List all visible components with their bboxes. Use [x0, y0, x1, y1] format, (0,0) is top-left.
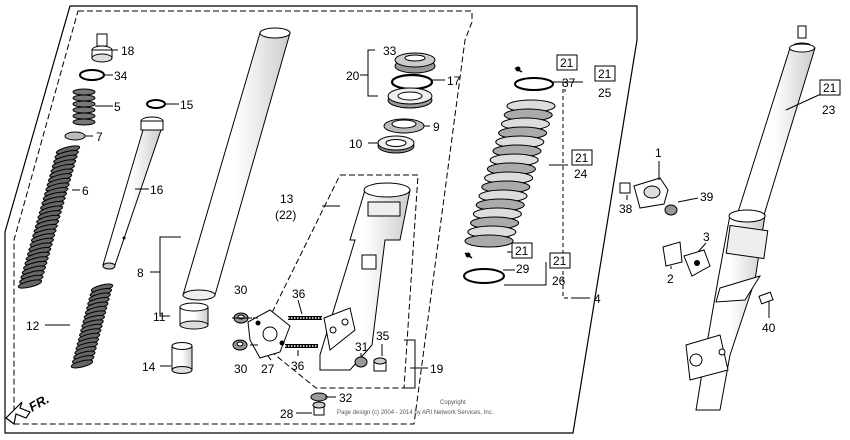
- part-29-boot-band[interactable]: [463, 252, 505, 284]
- label-17[interactable]: 17: [447, 74, 461, 88]
- part-9-back-up-ring[interactable]: [383, 118, 425, 134]
- boxed-ref-21-f[interactable]: 21: [819, 79, 841, 96]
- part-23-right-fork-assembly[interactable]: [685, 25, 816, 411]
- part-15-piston-ring[interactable]: [146, 99, 166, 109]
- part-11-slide-bushing[interactable]: [179, 302, 209, 330]
- label-31[interactable]: 31: [355, 340, 369, 354]
- label-5[interactable]: 5: [114, 100, 121, 114]
- part-33-seal[interactable]: [394, 52, 436, 74]
- part-8-inner-tube[interactable]: [182, 27, 291, 301]
- label-36-lower[interactable]: 36: [291, 359, 305, 373]
- boxed-ref-21-c[interactable]: 21: [571, 149, 593, 166]
- part-32-sealing-washer[interactable]: [310, 392, 328, 402]
- svg-text:21: 21: [560, 56, 574, 70]
- svg-text:21: 21: [515, 244, 529, 258]
- label-6[interactable]: 6: [82, 184, 89, 198]
- part-35-drain-screw[interactable]: [373, 357, 387, 372]
- part-labels: 18 34 5 7 6 15 16 8 11 12 14 33 20 17 9 …: [26, 44, 836, 421]
- label-30-lower[interactable]: 30: [234, 362, 248, 376]
- label-39[interactable]: 39: [700, 190, 714, 204]
- part-39-nut[interactable]: [664, 204, 678, 216]
- part-24-fork-boot[interactable]: [464, 99, 556, 248]
- label-36-upper[interactable]: 36: [292, 287, 306, 301]
- label-7[interactable]: 7: [96, 130, 103, 144]
- part-38-bolt[interactable]: [619, 182, 631, 194]
- part-17-stopper-ring[interactable]: [390, 73, 434, 91]
- label-11[interactable]: 11: [153, 310, 166, 324]
- svg-text:21: 21: [575, 151, 589, 165]
- label-16[interactable]: 16: [150, 183, 164, 197]
- part-14-bushing[interactable]: [171, 342, 193, 374]
- label-30-upper[interactable]: 30: [234, 283, 248, 297]
- label-1[interactable]: 1: [655, 146, 662, 160]
- part-31-washer[interactable]: [354, 356, 368, 368]
- leader-lines: [45, 49, 822, 414]
- label-18[interactable]: 18: [121, 44, 135, 58]
- label-24[interactable]: 24: [574, 167, 588, 181]
- boxed-ref-21-e[interactable]: 21: [549, 252, 571, 269]
- part-3-holder[interactable]: [683, 249, 711, 277]
- label-25[interactable]: 25: [598, 86, 612, 100]
- inner-dashed-frame: [13, 10, 473, 425]
- front-direction-marker: FR.: [5, 391, 52, 426]
- label-15[interactable]: 15: [180, 98, 194, 112]
- label-23[interactable]: 23: [822, 103, 836, 117]
- svg-text:21: 21: [598, 67, 612, 81]
- boxed-ref-21-b[interactable]: 21: [594, 65, 616, 82]
- label-34[interactable]: 34: [114, 69, 128, 83]
- boxed-ref-21-d[interactable]: 21: [511, 242, 533, 259]
- part-40-bolt[interactable]: [758, 291, 774, 305]
- group-bracket-4: [562, 82, 575, 299]
- label-8[interactable]: 8: [137, 266, 144, 280]
- part-30-nut-lower[interactable]: [232, 339, 248, 351]
- copyright-line-1: Copyright: [440, 400, 466, 406]
- label-9[interactable]: 9: [433, 120, 440, 134]
- label-35[interactable]: 35: [376, 329, 390, 343]
- part-34-o-ring[interactable]: [79, 69, 105, 81]
- part-18-cap-bolt[interactable]: [91, 33, 113, 63]
- label-33[interactable]: 33: [383, 44, 397, 58]
- front-label: FR.: [26, 391, 52, 414]
- group-bracket-19: [404, 339, 416, 389]
- label-4[interactable]: 4: [594, 292, 601, 306]
- label-37[interactable]: 37: [562, 76, 576, 90]
- label-32[interactable]: 32: [339, 391, 353, 405]
- part-28-socket-bolt[interactable]: [312, 401, 326, 416]
- label-26[interactable]: 26: [552, 274, 566, 288]
- part-27-axle-holder[interactable]: [247, 309, 291, 359]
- outer-frame: [4, 5, 638, 434]
- label-40[interactable]: 40: [762, 321, 776, 335]
- part-7-washer[interactable]: [64, 131, 86, 141]
- part-6-fork-spring[interactable]: [17, 144, 81, 290]
- label-19[interactable]: 19: [430, 362, 444, 376]
- part-5-spring-short[interactable]: [72, 88, 96, 126]
- label-20[interactable]: 20: [346, 69, 360, 83]
- label-10[interactable]: 10: [349, 137, 363, 151]
- label-14[interactable]: 14: [142, 360, 156, 374]
- label-2[interactable]: 2: [667, 272, 674, 286]
- label-22[interactable]: (22): [275, 208, 296, 222]
- part-16-damper-rod[interactable]: [102, 116, 164, 270]
- part-2-holder[interactable]: [662, 241, 683, 267]
- part-20-oil-seal[interactable]: [387, 87, 433, 109]
- part-10-guide-bushing[interactable]: [377, 135, 415, 154]
- part-1-clamp[interactable]: [633, 177, 669, 209]
- front-arrow-icon: [5, 401, 31, 426]
- copyright-line-2: Page design (c) 2004 - 2014 by ARI Netwo…: [337, 410, 494, 416]
- boxed-ref-21-a[interactable]: 21: [556, 54, 578, 71]
- svg-text:21: 21: [553, 254, 567, 268]
- lower-group-frame: [257, 174, 419, 389]
- label-29[interactable]: 29: [516, 262, 530, 276]
- svg-text:21: 21: [823, 81, 837, 95]
- label-27[interactable]: 27: [261, 362, 275, 376]
- label-28[interactable]: 28: [280, 407, 294, 421]
- label-38[interactable]: 38: [619, 202, 633, 216]
- part-37-boot-band[interactable]: [514, 66, 554, 91]
- label-3[interactable]: 3: [703, 230, 710, 244]
- label-13[interactable]: 13: [280, 192, 294, 206]
- part-13-fork-slider[interactable]: [319, 182, 411, 371]
- label-12[interactable]: 12: [26, 319, 40, 333]
- part-12-spring[interactable]: [70, 282, 114, 369]
